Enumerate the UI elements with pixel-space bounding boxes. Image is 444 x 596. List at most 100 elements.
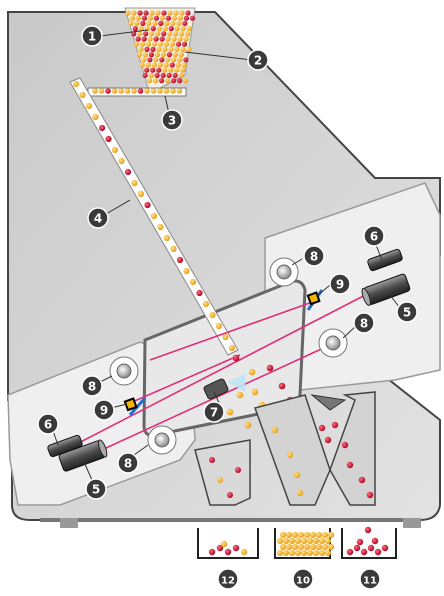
good-ball (148, 72, 154, 78)
good-ball (226, 408, 234, 416)
defect-ball (346, 548, 354, 556)
defect-ball (160, 72, 166, 78)
callout-c4: 4 (87, 207, 109, 229)
defect-ball (209, 457, 215, 463)
defect-ball (148, 52, 155, 58)
good-ball (163, 62, 169, 68)
good-ball (152, 20, 158, 26)
good-ball (163, 234, 171, 242)
callout-c3: 3 (161, 109, 183, 131)
defect-ball (137, 88, 144, 94)
good-ball (180, 46, 186, 53)
defect-ball (165, 15, 172, 21)
defect-ball (367, 544, 375, 552)
good-ball (276, 537, 284, 545)
good-ball (236, 391, 244, 399)
defect-ball (158, 20, 164, 26)
good-ball (300, 549, 308, 557)
good-ball (185, 31, 191, 37)
callout-c1: 1 (81, 25, 103, 47)
good-ball (248, 368, 256, 376)
good-ball (165, 36, 171, 42)
good-ball (179, 31, 185, 37)
good-ball (163, 41, 170, 47)
good-ball (318, 537, 326, 545)
defect-ball (154, 72, 160, 78)
good-ball (167, 31, 173, 37)
callout-label: 5 (92, 483, 100, 497)
good-ball (171, 36, 177, 42)
good-ball (189, 278, 197, 286)
defect-ball (131, 31, 137, 37)
callout-c8c: 8 (81, 375, 103, 397)
good-ball (128, 20, 134, 26)
callout-c11: 11 (359, 568, 381, 590)
callout-c12: 12 (217, 568, 239, 590)
defect-ball (360, 548, 368, 556)
defect-ball (266, 364, 274, 372)
good-ball (150, 88, 157, 94)
defect-ball (98, 124, 106, 132)
good-ball (321, 531, 329, 539)
good-ball (157, 62, 163, 68)
good-ball (150, 212, 158, 220)
laser-beam (79, 344, 331, 461)
good-ball (138, 46, 144, 53)
good-ball (179, 10, 185, 16)
callout-label: 3 (168, 114, 176, 128)
good-ball (72, 80, 80, 88)
defect-ball (153, 15, 160, 21)
callout-c5b: 5 (85, 478, 107, 500)
good-ball (312, 549, 320, 557)
good-ball (220, 540, 228, 548)
good-ball (170, 88, 176, 94)
good-ball (324, 537, 332, 545)
good-ball (309, 543, 317, 551)
defect-ball (364, 526, 372, 534)
defect-ball (374, 548, 382, 556)
good-ball (162, 46, 168, 53)
good-ball (288, 549, 296, 557)
defect-ball (132, 26, 138, 32)
defect-ball (144, 67, 150, 73)
good-ball (165, 57, 171, 63)
good-ball (288, 537, 296, 545)
good-ball (124, 88, 131, 94)
good-ball (296, 489, 304, 497)
good-ball (168, 67, 174, 73)
reference-icon (47, 434, 83, 458)
tray-balls (92, 88, 183, 94)
good-ball (178, 72, 184, 78)
foot-right (403, 518, 421, 528)
good-ball (321, 543, 329, 551)
callout-c6a: 6 (363, 225, 385, 247)
good-ball (152, 78, 159, 84)
camera-icon (361, 273, 411, 306)
good-ball (92, 88, 98, 94)
good-ball (271, 426, 279, 434)
laser-beam (149, 299, 319, 361)
good-ball (157, 88, 163, 94)
good-ball (178, 52, 185, 58)
laser-beams (64, 289, 376, 461)
light-source-icon (109, 356, 139, 386)
chute-balls (72, 80, 236, 352)
good-ball (209, 311, 216, 319)
defect-ball (161, 31, 167, 37)
good-ball (170, 245, 177, 253)
defect-ball (371, 537, 379, 545)
good-ball (147, 36, 153, 42)
defect-ball (318, 424, 326, 432)
defect-ball (144, 201, 151, 209)
defect-ball (105, 135, 112, 143)
good-ball (217, 477, 223, 483)
good-ball (279, 543, 287, 551)
foot-left (60, 518, 78, 528)
callout-c9a: 9 (329, 273, 351, 295)
good-ball (177, 57, 183, 63)
good-ball (294, 549, 302, 557)
defect-ball (278, 382, 286, 390)
good-ball (164, 78, 171, 84)
callout-label: 5 (403, 306, 411, 320)
